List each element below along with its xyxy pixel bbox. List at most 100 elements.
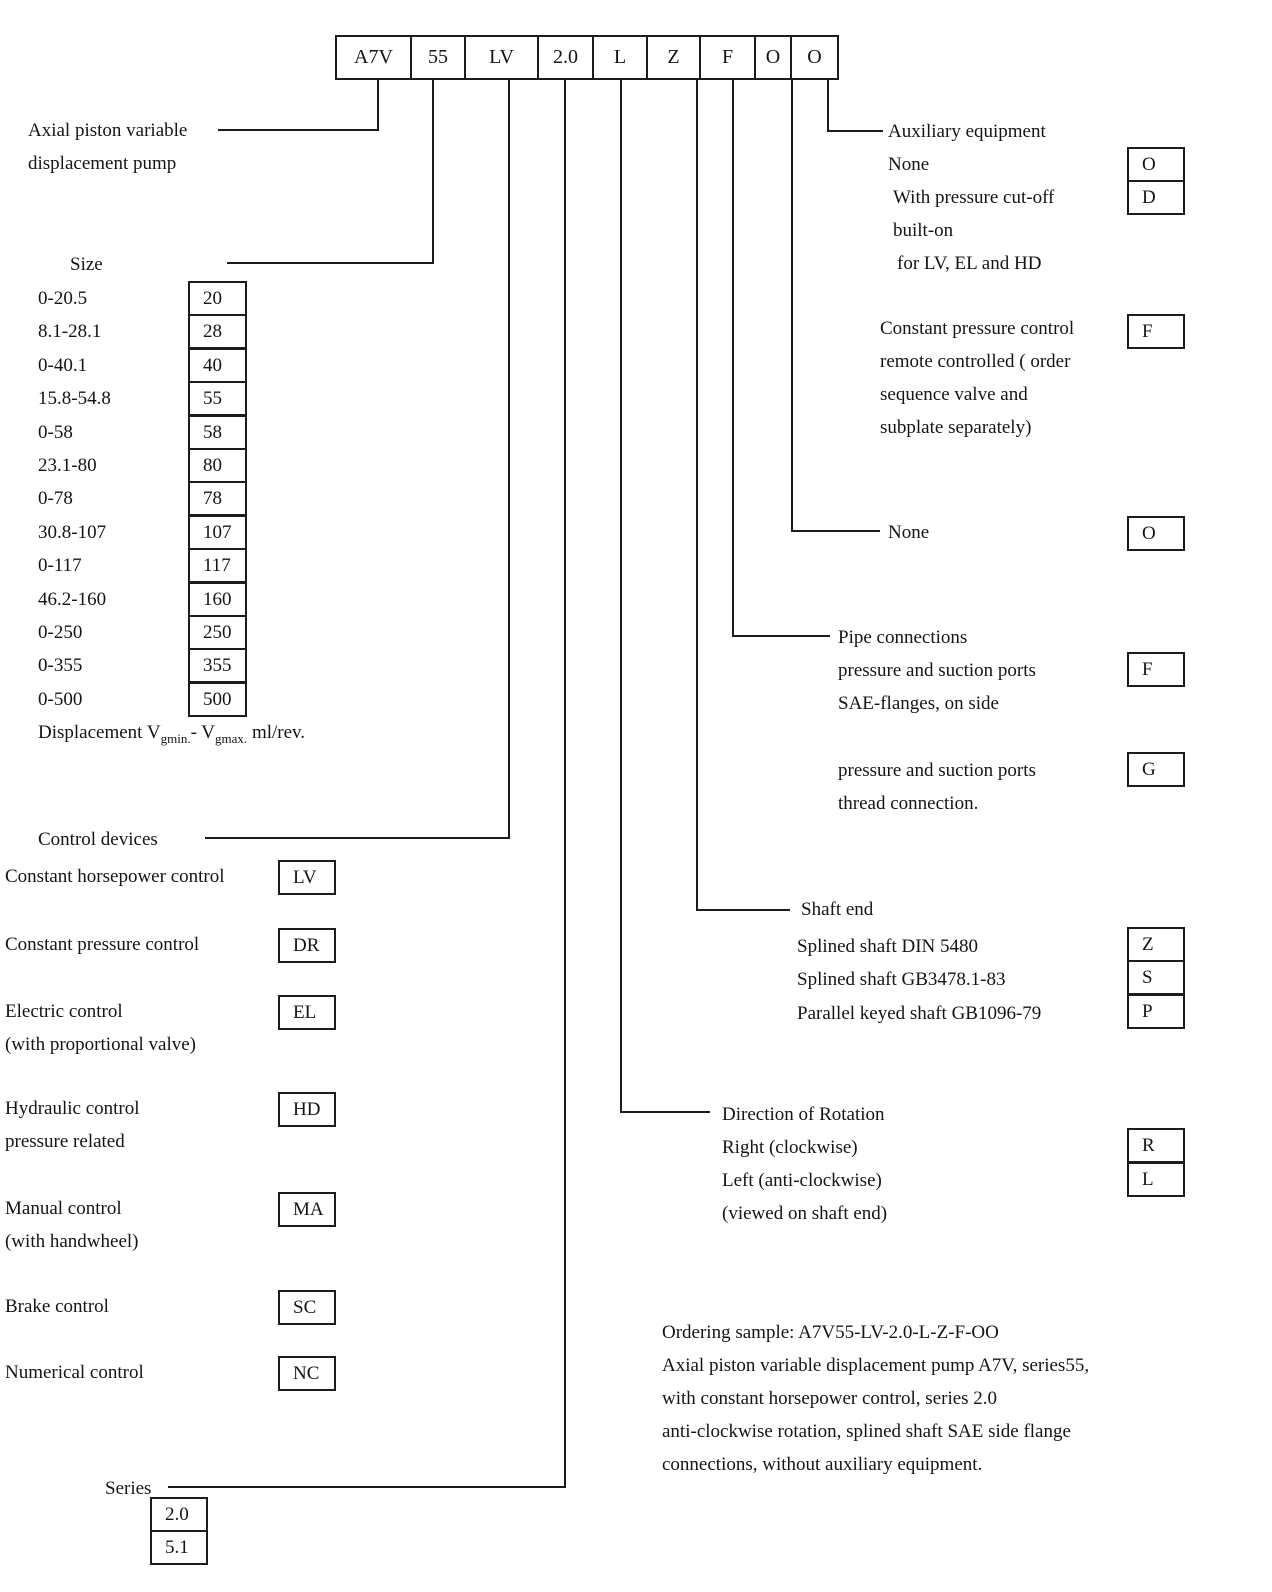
size-range: 0-20.5 [38,288,88,309]
rotation-right-code-box: R [1127,1128,1185,1163]
control-code-box: SC [278,1290,336,1325]
pipe-sae-line2: SAE-flanges, on side [838,693,999,714]
size-range: 0-58 [38,422,73,443]
size-range: 0-40.1 [38,355,88,376]
pump-label-line1: Axial piston variable [28,120,188,141]
size-range: 0-78 [38,488,73,509]
size-code-box: 20 [188,281,247,316]
rotation-right-label: Right (clockwise) [722,1137,858,1158]
model-code-segment: F [699,35,756,80]
ordering-sample-line1: Ordering sample: A7V55-LV-2.0-L-Z-F-OO [662,1322,999,1343]
connector-shaft [696,80,790,911]
none-option-code-box: O [1127,516,1185,551]
size-code-box: 40 [188,348,247,383]
size-range: 30.8-107 [38,522,107,543]
control-code-box: MA [278,1192,336,1227]
pump-label-line2: displacement pump [28,153,177,174]
model-code-segment: 55 [410,35,466,80]
series-code-box: 2.0 [150,1497,208,1532]
model-code-segment: 2.0 [537,35,594,80]
rotation-left-label: Left (anti-clockwise) [722,1170,882,1191]
model-code-segment: O [790,35,839,80]
control-label: Constant horsepower control [5,866,225,887]
size-range: 15.8-54.8 [38,388,111,409]
series-title: Series [105,1478,152,1499]
size-range: 23.1-80 [38,455,97,476]
rotation-left-code-box: L [1127,1162,1185,1197]
constant-pressure-line2: remote controlled ( order [880,351,1071,372]
shaft-code-box: Z [1127,927,1185,962]
pipe-thread-line1: pressure and suction ports [838,760,1036,781]
auxiliary-cutoff-line2: built-on [893,220,954,241]
control-devices-title: Control devices [38,829,158,850]
auxiliary-cutoff-label: With pressure cut-off [893,187,1055,208]
model-code-segment: L [592,35,648,80]
control-label: Brake control [5,1296,109,1317]
connector-pump [218,80,379,131]
size-range: 0-117 [38,555,82,576]
control-code-box: HD [278,1092,336,1127]
shaft-title: Shaft end [801,899,874,920]
control-label: Constant pressure control [5,934,200,955]
ordering-sample-line3: with constant horsepower control, series… [662,1388,998,1409]
control-code-box: EL [278,995,336,1030]
control-label: Electric control [5,1001,123,1022]
ordering-sample-line4: anti-clockwise rotation, splined shaft S… [662,1421,1071,1442]
pipe-thread-line2: thread connection. [838,793,979,814]
auxiliary-cutoff-line3: for LV, EL and HD [897,253,1042,274]
control-code-box: LV [278,860,336,895]
size-range: 0-500 [38,689,83,710]
shaft-code-box: P [1127,994,1185,1029]
size-code-box: 250 [188,615,247,650]
none-option-label: None [888,522,930,543]
size-code-box: 500 [188,682,247,717]
shaft-label: Parallel keyed shaft GB1096-79 [797,1003,1042,1024]
connector-series [168,80,566,1488]
control-sublabel: pressure related [5,1131,125,1152]
model-code-segment: LV [464,35,539,80]
model-code-row: A7V 55 LV 2.0 L Z F O O [335,35,839,80]
size-code-box: 117 [188,548,247,583]
model-code-segment: Z [646,35,701,80]
ordering-sample-line2: Axial piston variable displacement pump … [662,1355,1090,1376]
control-label: Hydraulic control [5,1098,140,1119]
connector-size [227,80,434,264]
size-code-box: 355 [188,648,247,683]
size-title: Size [70,254,103,275]
size-code-box: 80 [188,448,247,483]
model-code-segment: O [754,35,792,80]
displacement-note: Displacement Vgmin.- Vgmax. ml/rev. [38,722,306,746]
constant-pressure-line3: sequence valve and [880,384,1028,405]
size-code-box: 58 [188,415,247,450]
size-code-box: 107 [188,515,247,550]
auxiliary-cutoff-code-box: D [1127,180,1185,215]
ordering-sample-line5: connections, without auxiliary equipment… [662,1454,983,1475]
size-code-box: 78 [188,481,247,516]
model-code-segment: A7V [335,35,412,80]
shaft-label: Splined shaft GB3478.1-83 [797,969,1006,990]
rotation-note: (viewed on shaft end) [722,1203,888,1224]
auxiliary-none-code-box: O [1127,147,1185,182]
rotation-title: Direction of Rotation [722,1104,885,1125]
size-range: 0-355 [38,655,83,676]
size-range: 8.1-28.1 [38,321,102,342]
constant-pressure-line4: subplate separately) [880,417,1032,438]
size-code-box: 160 [188,582,247,617]
connector-none [791,80,880,532]
control-code-box: NC [278,1356,336,1391]
size-range: 46.2-160 [38,589,107,610]
auxiliary-none-label: None [888,154,930,175]
constant-pressure-code-box: F [1127,314,1185,349]
connector-control [205,80,510,839]
connector-pipe [732,80,830,637]
pipe-sae-code-box: F [1127,652,1185,687]
connector-rotation [620,80,710,1113]
control-code-box: DR [278,928,336,963]
size-range: 0-250 [38,622,83,643]
control-sublabel: (with handwheel) [5,1231,139,1252]
constant-pressure-line1: Constant pressure control [880,318,1075,339]
series-code-box: 5.1 [150,1530,208,1565]
shaft-code-box: S [1127,960,1185,995]
